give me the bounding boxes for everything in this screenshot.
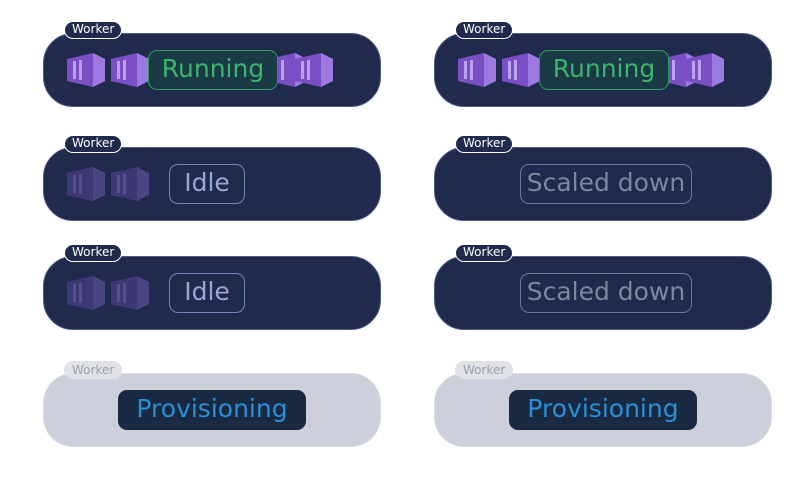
worker-card: Worker Provisioning bbox=[434, 361, 772, 447]
status-badge: Idle bbox=[169, 164, 245, 204]
instance-icon bbox=[111, 167, 149, 201]
instance-icon bbox=[686, 53, 724, 87]
worker-tag: Worker bbox=[455, 21, 514, 39]
worker-tag: Worker bbox=[64, 244, 123, 262]
worker-tag: Worker bbox=[455, 361, 514, 379]
status-badge: Idle bbox=[169, 273, 245, 313]
status-badge: Scaled down bbox=[520, 273, 692, 313]
worker-tag: Worker bbox=[64, 361, 123, 379]
worker-tag: Worker bbox=[455, 135, 514, 153]
instance-icon bbox=[67, 276, 105, 310]
worker-tag: Worker bbox=[455, 244, 514, 262]
instance-icon bbox=[295, 53, 333, 87]
status-badge: Provisioning bbox=[509, 390, 697, 430]
instance-icon bbox=[111, 53, 149, 87]
status-badge: Scaled down bbox=[520, 164, 692, 204]
status-badge: Provisioning bbox=[118, 390, 306, 430]
worker-tag: Worker bbox=[64, 135, 123, 153]
status-badge: Running bbox=[148, 50, 278, 90]
instance-icon bbox=[67, 53, 105, 87]
worker-tag: Worker bbox=[64, 21, 123, 39]
instance-icon bbox=[502, 53, 540, 87]
instance-icon bbox=[458, 53, 496, 87]
worker-card: Worker Idle bbox=[43, 244, 381, 330]
worker-card: Worker Running bbox=[434, 21, 772, 107]
status-badge: Running bbox=[539, 50, 669, 90]
worker-card: Worker Idle bbox=[43, 135, 381, 221]
instance-icon bbox=[67, 167, 105, 201]
instance-icon bbox=[111, 276, 149, 310]
worker-card: Worker Running bbox=[43, 21, 381, 107]
worker-card: Worker Scaled down bbox=[434, 135, 772, 221]
worker-card: Worker Scaled down bbox=[434, 244, 772, 330]
worker-card: Worker Provisioning bbox=[43, 361, 381, 447]
